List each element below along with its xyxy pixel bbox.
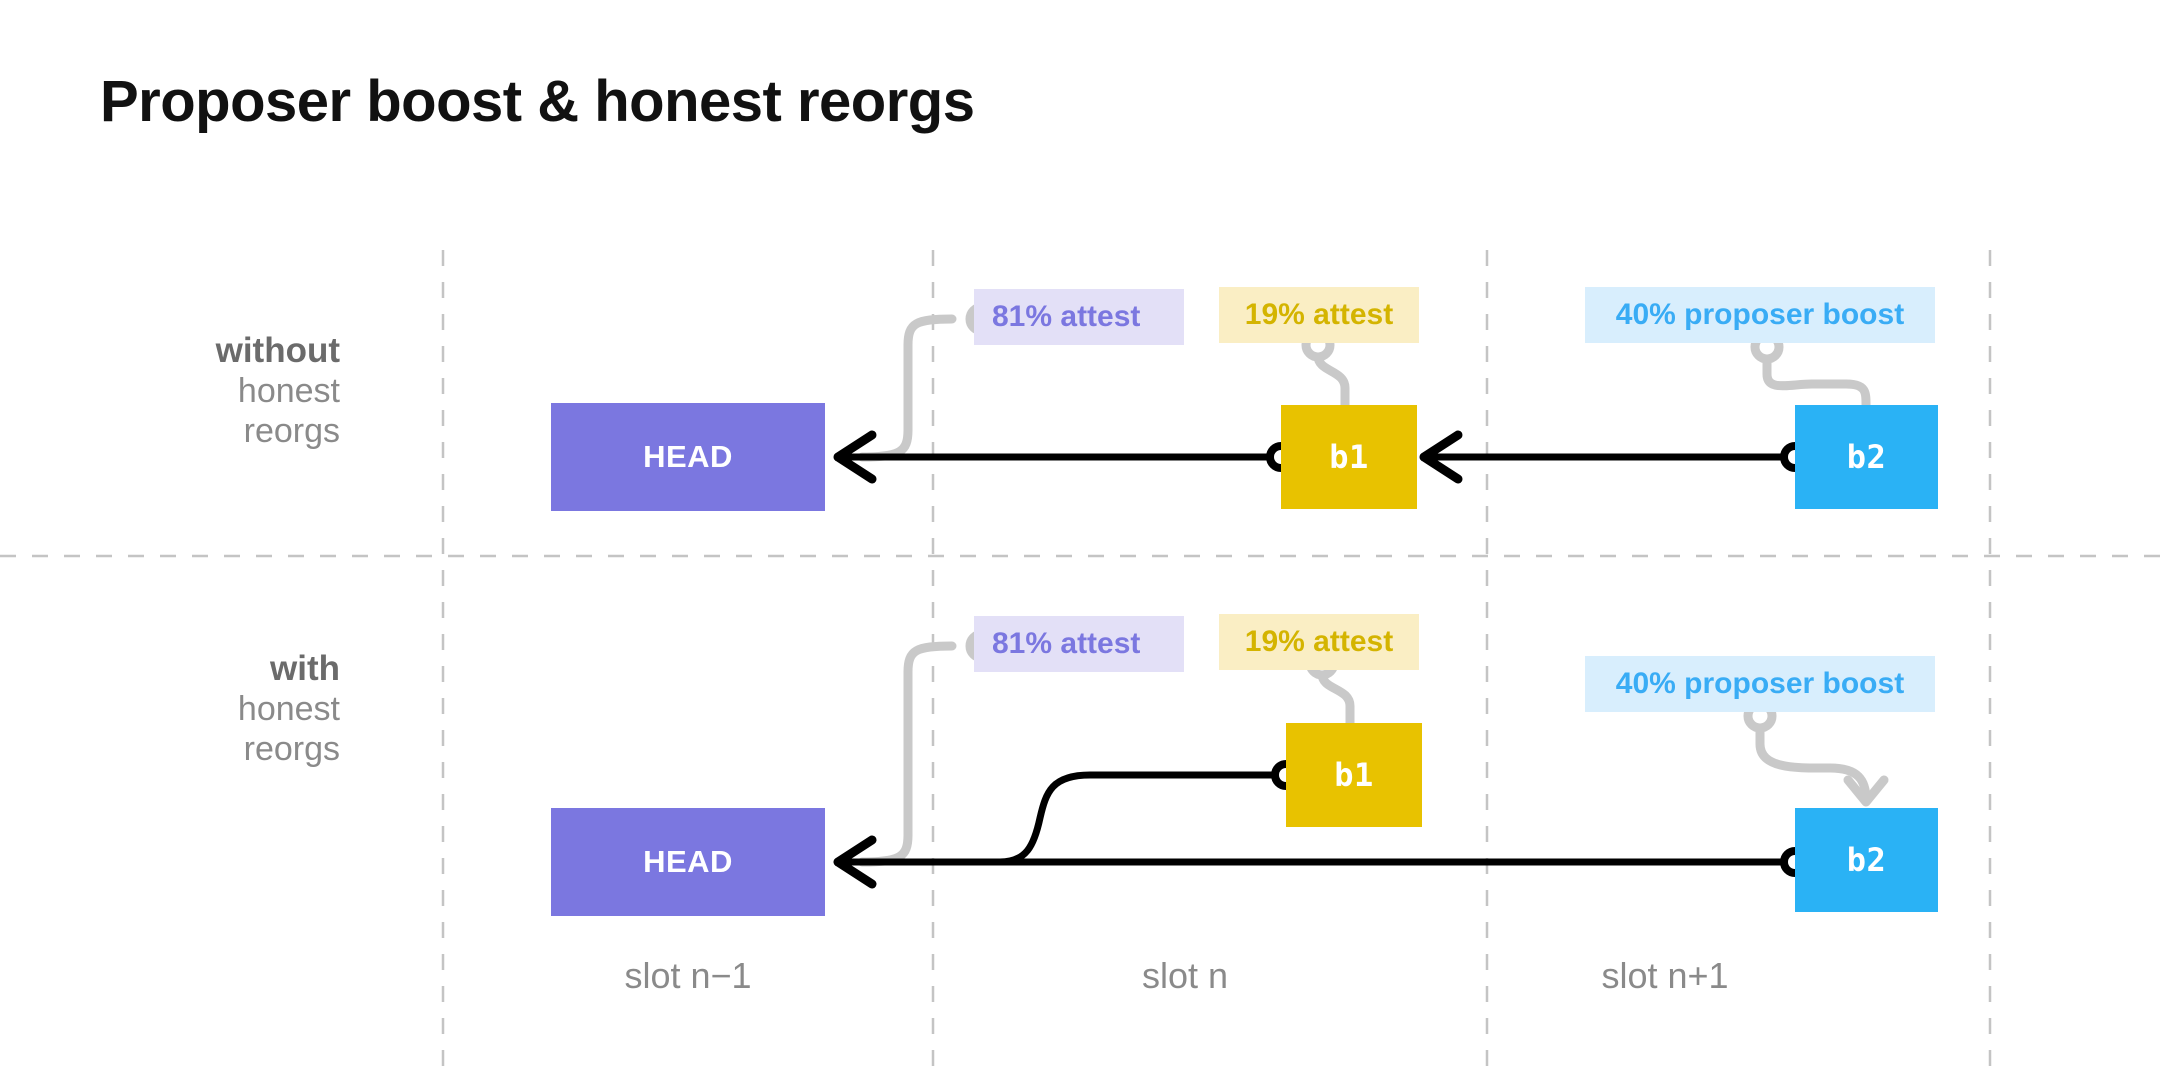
slot-label-next: slot n+1: [1601, 955, 1729, 996]
connector-boost-bot: [1755, 722, 1889, 807]
page-title: Proposer boost & honest reorgs: [100, 69, 975, 134]
tag-proposer-boost-without: 40% proposer boost: [1585, 287, 1935, 343]
slot-grid: [441, 250, 1992, 1080]
connector-attest19-bot: [1317, 669, 1355, 728]
connector-boost-top: [1762, 353, 1871, 410]
block-b2-with[interactable]: b2: [1795, 808, 1938, 912]
row-label-line2: honest: [237, 690, 340, 729]
row-label-keyword: with: [270, 649, 340, 688]
slot-label-prev: slot n−1: [624, 955, 752, 996]
tag-attest-81-with: 81% attest: [974, 616, 1184, 672]
block-b1-without[interactable]: b1: [1281, 405, 1417, 509]
slot-label-n: slot n: [1141, 955, 1229, 996]
row-label-without-honest-reorgs: without honest reorgs: [40, 330, 340, 452]
block-head-without[interactable]: HEAD: [551, 403, 825, 511]
block-b1-with[interactable]: b1: [1286, 723, 1422, 827]
row-label-with-honest-reorgs: with honest reorgs: [40, 648, 340, 770]
row-label-line3: reorgs: [243, 730, 340, 769]
arrowhead-b2-to-head-bot: [833, 835, 877, 889]
block-head-with[interactable]: HEAD: [551, 808, 825, 916]
connector-attest19-top: [1313, 351, 1350, 410]
row-label-line2: honest: [237, 372, 340, 411]
row-label-keyword: without: [215, 331, 340, 370]
tag-proposer-boost-with: 40% proposer boost: [1585, 656, 1935, 712]
tag-attest-19-with: 19% attest: [1219, 614, 1419, 670]
row-label-line3: reorgs: [243, 412, 340, 451]
tag-attest-19-without: 19% attest: [1219, 287, 1419, 343]
connector-attest81-bot: [857, 641, 957, 867]
chain-b1-branch-bot: [996, 771, 1290, 866]
tag-attest-81-without: 81% attest: [974, 289, 1184, 345]
arrowhead-b1-to-head-top: [833, 430, 877, 484]
arrowhead-b2-to-b1-top: [1419, 430, 1463, 484]
block-b2-without[interactable]: b2: [1795, 405, 1938, 509]
